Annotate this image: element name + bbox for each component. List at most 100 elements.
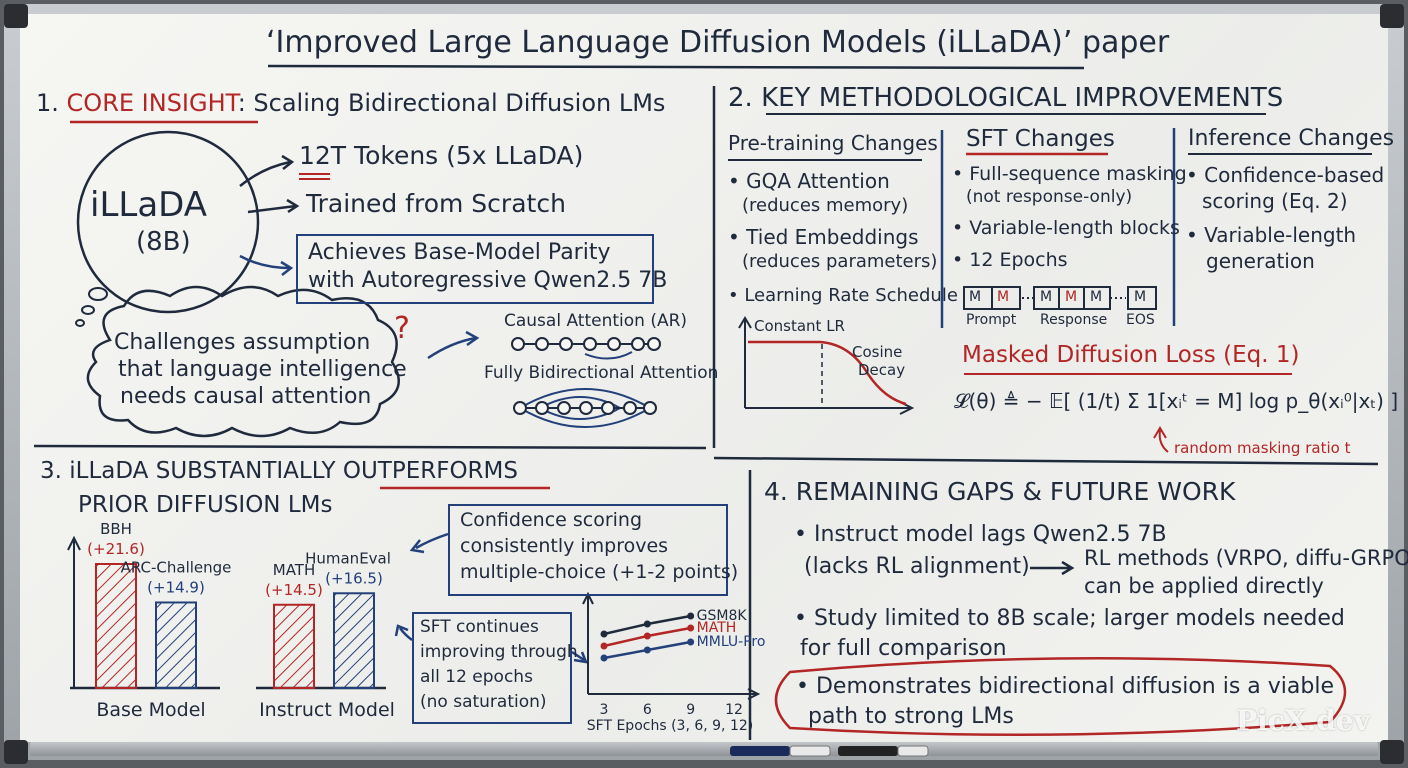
sft-item-epochs: • 12 Epochs (952, 249, 1068, 271)
bar-delta-humaneval: (+16.5) (325, 569, 383, 587)
title-underline (267, 64, 1085, 70)
causal-chain (511, 337, 661, 360)
bar-label-arc-challenge: ARC-Challenge (121, 558, 232, 576)
sft-item-fullseq-note: (not response-only) (966, 187, 1133, 207)
bar-delta-bbh: (+21.6) (87, 540, 145, 558)
divider-horizontal-right (713, 456, 1379, 466)
inf-item-varlen: • Variable-length (1186, 223, 1357, 247)
marker-pens (730, 745, 929, 757)
lr-schedule-plot (738, 316, 915, 415)
line-point-gsm8k (600, 630, 608, 638)
bar-label-bbh: BBH (100, 520, 132, 538)
highlight-ellipse (774, 657, 1347, 736)
gap-rl-line2: can be applied directly (1084, 574, 1324, 598)
line-point-mmlu-pro (600, 654, 608, 662)
frame-corner (1380, 740, 1404, 764)
seq-token-m: M (1134, 289, 1147, 305)
section2-heading: 2. KEY METHODOLOGICAL IMPROVEMENTS (728, 83, 1284, 113)
line-point-mmlu-pro (643, 646, 651, 654)
thought-bubbles (75, 287, 108, 327)
section3-heading-b: OUTPERFORMS (342, 458, 518, 484)
section4-heading: 4. REMAINING GAPS & FUTURE WORK (764, 477, 1236, 506)
bar-delta-math: (+14.5) (265, 581, 323, 599)
bar-delta-arc-challenge: (+14.9) (147, 578, 205, 596)
cloud-line1: Challenges assumption (114, 330, 371, 355)
section1-heading: 1. CORE INSIGHT: Scaling Bidirectional D… (36, 89, 665, 118)
pre-item-tied-note: (reduces parameters) (742, 251, 938, 272)
loss-formula: 𝓛(θ) ≜ − 𝔼[ (1/t) Σ 1[xᵢᵗ = M] log p_θ(x… (954, 389, 1399, 413)
inference-title: Inference Changes (1188, 126, 1395, 151)
circle-arrows (239, 154, 300, 214)
seq-token-m: M (1090, 289, 1103, 305)
seq-token-m: M (1065, 289, 1078, 305)
seq-token-m: M (969, 289, 982, 305)
line-x-axis (588, 688, 761, 700)
sft-box-line4: (no saturation) (420, 692, 547, 712)
line-point-math (687, 624, 695, 632)
scratch-point: Trained from Scratch (306, 189, 566, 218)
pre-item-gqa: • GQA Attention (728, 169, 890, 193)
pretraining-title: Pre-training Changes (728, 131, 938, 155)
line-series-label-mmlu-pro: MMLU-Pro (697, 634, 766, 650)
loss-note-arrow (1153, 426, 1169, 453)
parity-box (296, 234, 654, 304)
confidence-line3: multiple-choice (+1-2 points) (460, 561, 739, 583)
line-xtick-9: 9 (686, 702, 695, 718)
line-xtick-3: 3 (600, 702, 609, 718)
confidence-line2: consistently improves (460, 535, 669, 557)
seq-token-m: M (997, 289, 1010, 305)
loss-title: Masked Diffusion Loss (Eq. 1) (962, 342, 1300, 368)
cloud-shape (86, 285, 400, 438)
rl-arrow (1030, 560, 1075, 576)
tokens-rest: Tokens (5x LLaDA) (346, 141, 584, 170)
frame-corner (4, 740, 28, 764)
sft-item-fullseq: • Full-sequence masking (952, 163, 1187, 185)
line-xtick-6: 6 (643, 702, 652, 718)
parity-arrow (239, 254, 291, 270)
circle-size: (8B) (136, 227, 191, 257)
token-sequence (963, 286, 1157, 310)
line-series-label-gsm8k: GSM8K (697, 608, 748, 624)
bar-y-axis-0 (67, 535, 81, 688)
bar-chart-xlabel-1: Instruct Model (259, 699, 395, 721)
line-point-gsm8k (687, 612, 695, 620)
tokens-underline (299, 173, 330, 180)
cloud-line2: that language intelligence (118, 357, 407, 382)
seq-response-label: Response (1040, 312, 1108, 328)
sft-box (412, 612, 572, 724)
lr-constant-label: Constant LR (754, 317, 845, 335)
question-mark: ? (394, 311, 410, 346)
illada-circle (76, 130, 260, 314)
line-point-mmlu-pro (687, 638, 695, 646)
divider-horizontal-left (33, 444, 707, 450)
line-series-label-math: MATH (697, 620, 737, 636)
pre-item-lr: • Learning Rate Schedule (728, 285, 958, 306)
sft-box-line2: improving through (420, 642, 578, 662)
parity-line1: Achieves Base-Model Parity (308, 240, 611, 265)
seq-prompt-label: Prompt (966, 312, 1017, 328)
sft-box-line1: SFT continues (420, 617, 539, 637)
section3-heading-line2: PRIOR DIFFUSION LMs (78, 492, 333, 518)
bar-arc-challenge (155, 601, 197, 689)
line-point-math (600, 642, 608, 650)
tokens-point: 12T Tokens (5x LLaDA) (299, 141, 584, 171)
section3-heading-line1: 3. iLLaDA SUBSTANTIALLY OUTPERFORMS (40, 458, 518, 484)
board-surface (20, 14, 1388, 742)
sft-item-varlen: • Variable-length blocks (952, 217, 1180, 239)
line-chart-xlabel: SFT Epochs (3, 6, 9, 12) (587, 718, 753, 734)
line-y-axis (582, 591, 594, 694)
pre-item-gqa-note: (reduces memory) (742, 195, 909, 216)
frame-corner (4, 4, 28, 28)
sft-title: SFT Changes (966, 126, 1115, 152)
gap-item2-line1: • Study limited to 8B scale; larger mode… (794, 606, 1345, 631)
causal-label: Causal Attention (AR) (504, 311, 688, 331)
gap-rl-line1: RL methods (VRPO, diffu-GRPO) (1084, 546, 1408, 570)
sft-arrow-right (571, 650, 588, 664)
inf-item-varlen-note: generation (1206, 249, 1315, 273)
gap-item1-line1: • Instruct model lags Qwen2.5 7B (794, 522, 1167, 547)
bar-label-humaneval: HumanEval (305, 549, 391, 567)
frame-corner (1380, 4, 1404, 28)
seq-eos-label: EOS (1126, 312, 1155, 328)
parity-line2: with Autoregressive Qwen2.5 7B (308, 268, 668, 293)
